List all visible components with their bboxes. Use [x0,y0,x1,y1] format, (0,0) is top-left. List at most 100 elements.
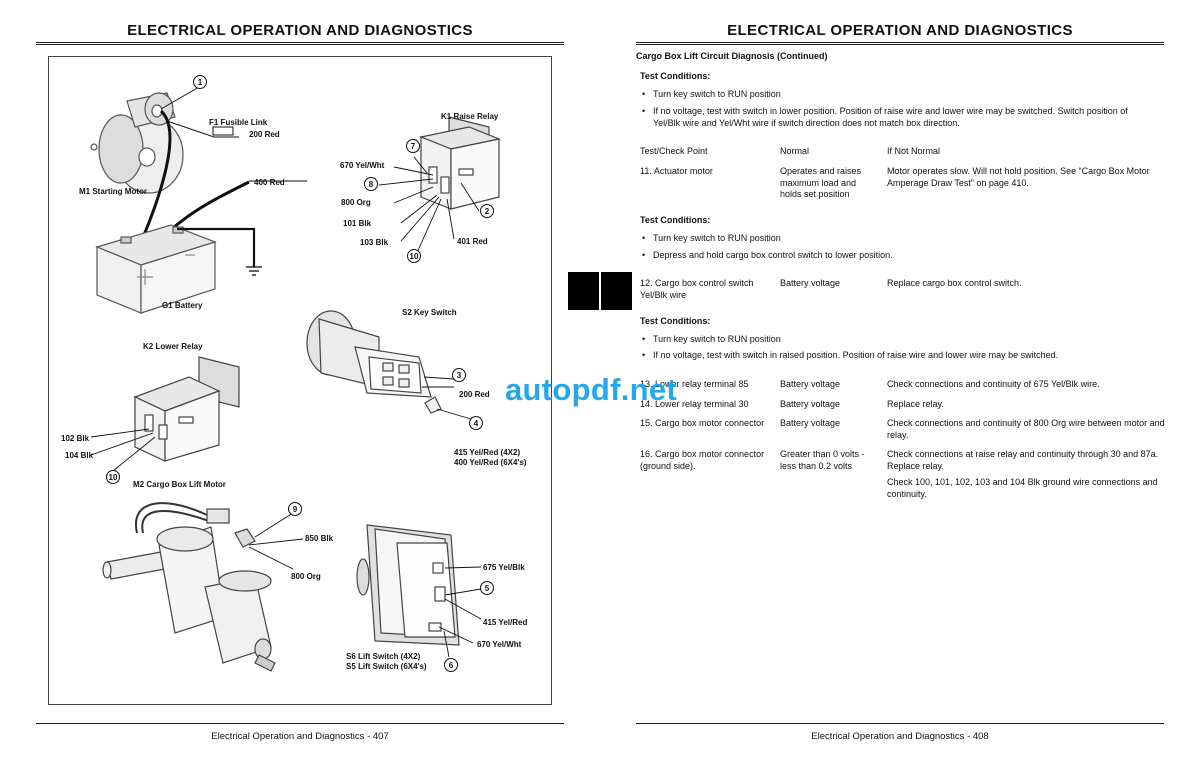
column-header-test-point: Test/Check Point [640,146,708,156]
test-conditions-heading: Test Conditions: [640,215,711,225]
svg-text:5: 5 [485,584,490,593]
table-cell: Battery voltage [780,379,841,389]
callout-8: 8 [364,177,378,191]
callout-5: 5 [480,581,494,595]
table-cell: 15. Cargo box motor connector [640,418,765,428]
fusible-link-shape [212,126,234,136]
label-g1-battery: G1 Battery [162,301,203,310]
label-s5-lift-switch: S5 Lift Switch (6X4's) [346,662,427,671]
lift-motor-drawing [102,502,276,672]
label-f1-fusible-link: F1 Fusible Link [209,118,268,127]
callout-3: 3 [452,368,466,382]
right-page-header: ELECTRICAL OPERATION AND DIAGNOSTICS [727,22,1073,39]
footer-rule [636,723,1164,724]
column-header-if-not-normal: If Not Normal [887,146,941,156]
svg-text:1: 1 [198,78,203,87]
svg-text:3: 3 [457,371,462,380]
table-cell: 14. Lower relay terminal 30 [640,399,749,409]
label-850-blk: 850 Blk [305,534,334,543]
table-cell: Check connections and continuity of 675 … [887,379,1100,389]
svg-text:10: 10 [410,252,419,261]
column-header-normal: Normal [780,146,810,156]
bullet-item: Turn key switch to RUN position [642,233,781,245]
svg-text:6: 6 [449,661,454,670]
label-400-red: 400 Red [254,178,285,187]
label-102-blk: 102 Blk [61,434,90,443]
svg-text:4: 4 [474,419,479,428]
table-cell: Motor operates slow. Will not hold posit… [887,166,1150,188]
wiring-diagram-frame: 1 2 3 4 5 6 7 8 9 10 10 F1 Fusible Link … [48,56,552,705]
callout-1: 1 [193,75,207,89]
table-cell: Check connections at raise relay and con… [887,449,1159,471]
callout-7: 7 [406,139,420,153]
label-s2-key-switch: S2 Key Switch [402,308,457,317]
label-675-yel-blk: 675 Yel/Blk [483,563,525,572]
table-cell: Replace cargo box control switch. [887,278,1022,288]
label-800-org: 800 Org [341,198,371,207]
callout-10-k2: 10 [106,470,120,484]
key-switch-drawing [306,310,442,414]
table-cell: Check 100, 101, 102, 103 and 104 Blk gro… [887,477,1158,499]
svg-text:2: 2 [485,207,490,216]
wiring-diagram: 1 2 3 4 5 6 7 8 9 10 10 F1 Fusible Link … [61,75,527,672]
label-415-yel-red-4x2: 415 Yel/Red (4X2) [454,448,520,457]
leader [166,120,239,138]
test-conditions-heading: Test Conditions: [640,71,711,81]
bullet-item: Turn key switch to RUN position [642,89,781,101]
label-104-blk: 104 Blk [65,451,94,460]
table-cell: 16. Cargo box motor connector (ground si… [640,449,765,471]
label-101-blk: 101 Blk [343,219,372,228]
svg-text:8: 8 [369,180,374,189]
table-cell: Greater than 0 volts - less than 0.2 vol… [780,449,865,471]
callout-4: 4 [469,416,483,430]
left-page-header: ELECTRICAL OPERATION AND DIAGNOSTICS [127,22,473,39]
label-400-yel-red-6x4: 400 Yel/Red (6X4's) [454,458,527,467]
label-200-red-key: 200 Red [459,390,490,399]
callout-10-k1: 10 [407,249,421,263]
ground-symbol [246,266,262,276]
right-page: ELECTRICAL OPERATION AND DIAGNOSTICS Car… [600,0,1200,776]
table-cell: Operates and raises maximum load and hol… [780,166,862,199]
watermark: autopdf.net [505,372,678,407]
left-page: ELECTRICAL OPERATION AND DIAGNOSTICS [36,22,564,742]
starting-motor-drawing [90,92,184,194]
table-cell: 11. Actuator motor [640,166,713,176]
table-cell: 12. Cargo box control switch Yel/Blk wir… [640,278,754,300]
lift-switch-drawing [356,524,460,646]
label-k2-lower-relay: K2 Lower Relay [143,342,203,351]
relay-leaders [378,156,480,256]
label-m2-cargo-box-lift-motor: M2 Cargo Box Lift Motor [133,480,226,489]
table-cell: 13. Lower relay terminal 85 [640,379,749,389]
label-s6-lift-switch: S6 Lift Switch (4X2) [346,652,421,661]
callout-9: 9 [288,502,302,516]
svg-text:9: 9 [293,505,298,514]
ground-cable [177,227,256,267]
bullet-item: If no voltage, test with switch in raise… [642,350,1058,362]
label-401-red: 401 Red [457,237,488,246]
callout-2: 2 [480,204,494,218]
svg-text:10: 10 [109,473,118,482]
label-k1-raise-relay: K1 Raise Relay [441,112,499,121]
battery-drawing [95,224,217,314]
bullet-item: If no voltage, test with switch in lower… [642,106,1133,129]
header-rule [636,42,1164,45]
section-title: Cargo Box Lift Circuit Diagnosis (Contin… [636,51,828,61]
bullet-item: Turn key switch to RUN position [642,334,781,346]
leader [160,86,200,110]
label-200-red: 200 Red [249,130,280,139]
test-conditions-heading: Test Conditions: [640,316,711,326]
label-103-blk: 103 Blk [360,238,389,247]
bullet-item: Depress and hold cargo box control switc… [642,250,893,262]
table-cell: Check connections and continuity of 800 … [887,418,1165,440]
table-cell: Battery voltage [780,418,841,428]
svg-text:7: 7 [411,142,416,151]
footer-rule [36,723,564,724]
table-cell: Replace relay. [887,399,944,409]
label-m1-starting-motor: M1 Starting Motor [79,187,147,196]
label-415-yel-red: 415 Yel/Red [483,618,527,627]
table-cell: Battery voltage [780,278,841,288]
lower-relay-drawing [133,356,240,462]
table-cell: Battery voltage [780,399,841,409]
raise-relay-drawing [418,116,502,210]
callout-6: 6 [444,658,458,672]
